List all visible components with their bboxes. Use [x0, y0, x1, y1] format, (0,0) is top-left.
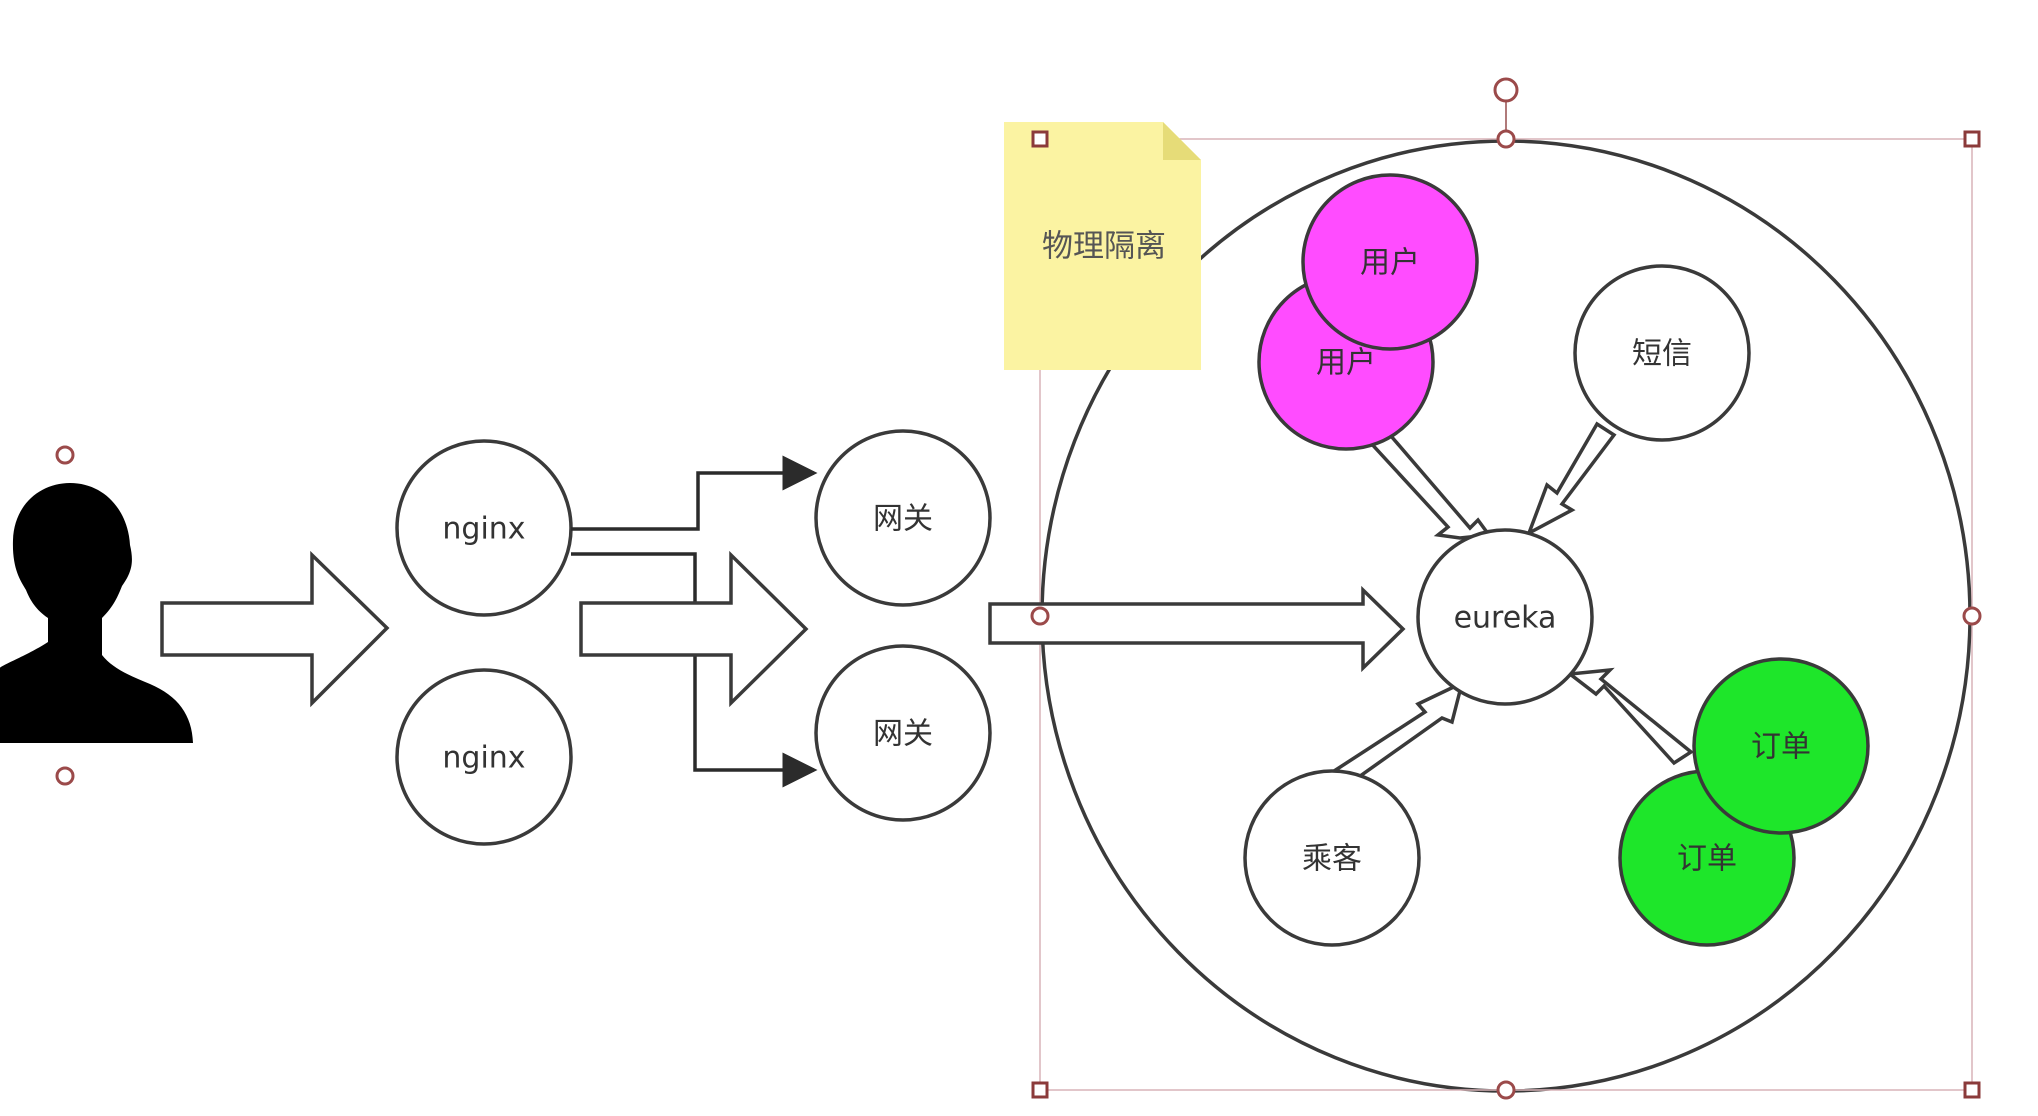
block-arrow-user-to-nginx[interactable]: [160, 550, 390, 708]
arrow-passenger-to-eureka[interactable]: [1328, 679, 1465, 789]
order-label-back: 订单: [1677, 842, 1737, 877]
handle-top[interactable]: [55, 445, 75, 465]
passenger-node[interactable]: 乘客: [1243, 769, 1421, 947]
nginx-label-1: nginx: [442, 512, 525, 547]
eureka-label: eureka: [1454, 601, 1557, 636]
sms-label: 短信: [1632, 337, 1692, 372]
connector-to-gateway-2[interactable]: [571, 552, 818, 788]
gateway-label-1: 网关: [873, 502, 933, 537]
sticky-note-label: 物理隔离: [1042, 229, 1166, 265]
handle-bottom-left[interactable]: [1031, 1081, 1049, 1099]
order-node-front[interactable]: 订单: [1692, 657, 1870, 835]
nginx-node-1[interactable]: nginx: [395, 439, 573, 617]
user-node-front[interactable]: 用户: [1301, 173, 1479, 351]
connector-to-gateway-1[interactable]: [571, 455, 818, 531]
eureka-node[interactable]: eureka: [1416, 528, 1594, 706]
gateway-node-1[interactable]: 网关: [814, 429, 992, 607]
nginx-label-2: nginx: [442, 741, 525, 776]
handle-top-right[interactable]: [1963, 130, 1981, 148]
nginx-node-2[interactable]: nginx: [395, 668, 573, 846]
passenger-label: 乘客: [1302, 842, 1362, 877]
block-arrow-nginx-to-gateway[interactable]: [579, 550, 809, 708]
gateway-label-2: 网关: [873, 717, 933, 752]
person-icon[interactable]: [0, 483, 193, 743]
handle-bottom-right[interactable]: [1963, 1081, 1981, 1099]
handle-left-mid[interactable]: [1030, 606, 1050, 626]
arrow-sms-to-eureka[interactable]: [1525, 421, 1617, 537]
handle-top-left[interactable]: [1031, 130, 1049, 148]
handle-bottom-mid[interactable]: [1496, 1080, 1516, 1100]
order-label-front: 订单: [1751, 730, 1811, 765]
handle-bottom[interactable]: [55, 766, 75, 786]
user-label-front: 用户: [1360, 246, 1420, 281]
arrow-user-to-eureka[interactable]: [1365, 434, 1492, 540]
handle-top-mid[interactable]: [1496, 129, 1516, 149]
handle-right-mid[interactable]: [1962, 606, 1982, 626]
block-arrow-gateway-to-eureka[interactable]: [988, 585, 1406, 673]
user-label-back: 用户: [1316, 346, 1376, 381]
sticky-note[interactable]: 物理隔离: [1004, 122, 1201, 370]
gateway-node-2[interactable]: 网关: [814, 644, 992, 822]
arrow-order-to-eureka[interactable]: [1565, 667, 1694, 766]
isolation-selection-handles[interactable]: [1030, 77, 1982, 1100]
rotate-handle[interactable]: [1493, 77, 1519, 103]
sms-node[interactable]: 短信: [1573, 264, 1751, 442]
